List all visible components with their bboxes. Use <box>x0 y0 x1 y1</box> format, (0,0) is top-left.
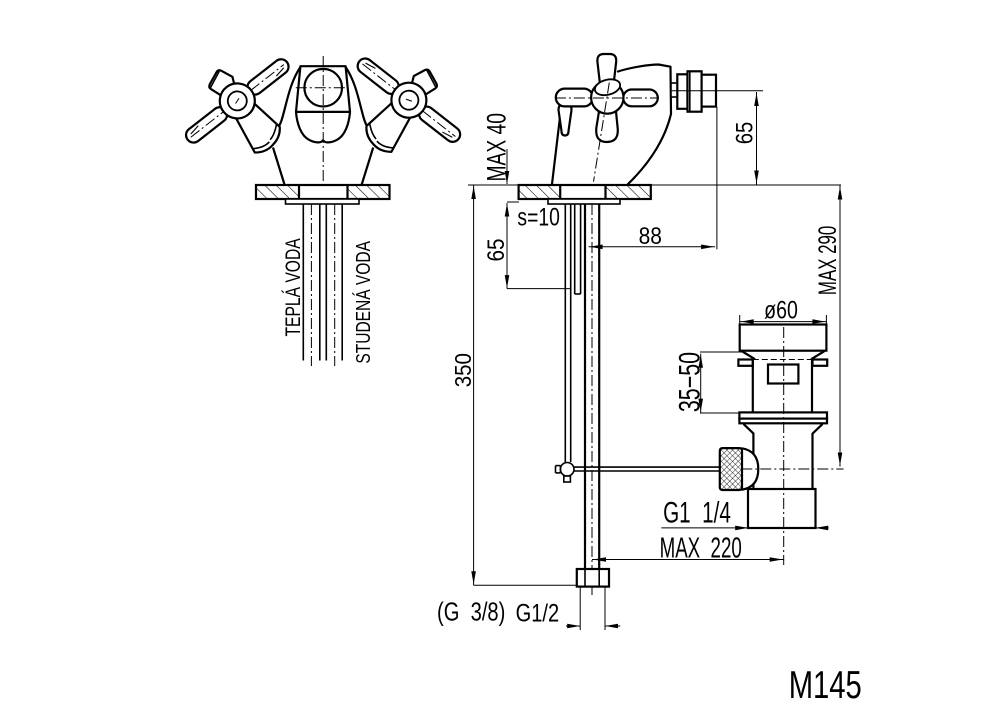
svg-text:(G 3/8): (G 3/8) <box>437 597 505 626</box>
svg-text:350: 350 <box>450 353 477 387</box>
svg-text:G1/2: G1/2 <box>516 599 560 628</box>
svg-text:G1 1/4: G1 1/4 <box>663 497 731 529</box>
svg-text:STUDENÁ VODA: STUDENÁ VODA <box>352 241 374 364</box>
svg-text:MAX 290: MAX 290 <box>814 226 842 295</box>
svg-text:88: 88 <box>639 221 662 249</box>
svg-text:35−50: 35−50 <box>675 352 707 412</box>
svg-text:TEPLÁ VODA: TEPLÁ VODA <box>281 238 305 337</box>
svg-text:s=10: s=10 <box>517 203 559 231</box>
svg-text:ø60: ø60 <box>764 296 798 324</box>
svg-text:65: 65 <box>731 122 758 145</box>
svg-text:MAX 40: MAX 40 <box>481 113 511 181</box>
svg-text:65: 65 <box>483 238 510 261</box>
svg-text:MAX 220: MAX 220 <box>660 533 742 565</box>
svg-text:M145: M145 <box>789 664 862 707</box>
